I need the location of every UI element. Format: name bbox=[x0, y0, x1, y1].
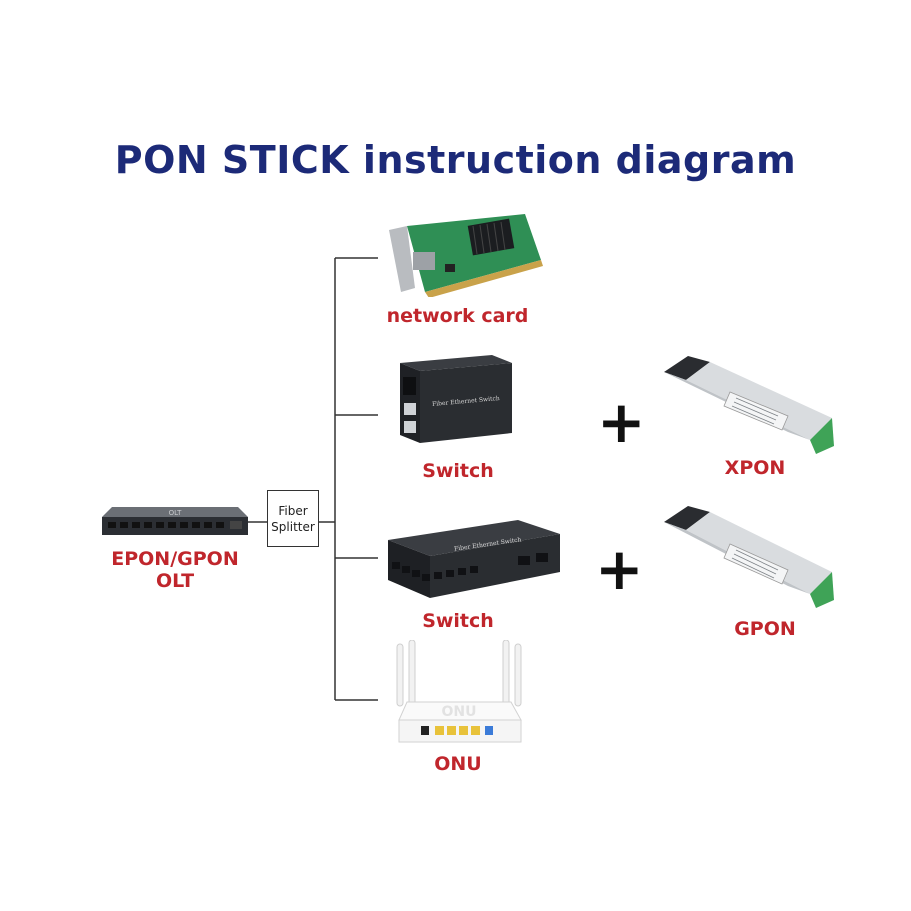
plus-sign-xpon: + bbox=[597, 388, 646, 456]
olt-device-text: OLT bbox=[169, 509, 182, 517]
splitter-label-line1: Fiber bbox=[278, 503, 308, 518]
module-label-xpon: XPON bbox=[724, 457, 786, 479]
olt-device-image: OLT bbox=[102, 507, 248, 535]
branch-label-onu: ONU bbox=[434, 753, 482, 775]
module-label-gpon: GPON bbox=[734, 618, 796, 640]
onu-device-text: ONU bbox=[442, 704, 477, 720]
splitter-label-line2: Splitter bbox=[271, 519, 315, 534]
fiber-splitter-box: Fiber Splitter bbox=[267, 490, 319, 547]
page-title: PON STICK instruction diagram bbox=[114, 138, 797, 182]
branch-label-switch-1: Switch bbox=[422, 460, 494, 482]
switch-2-image: Fiber Ethernet Switch bbox=[388, 520, 560, 598]
xpon-module-image bbox=[664, 356, 834, 454]
switch-1-image: Fiber Ethernet Switch bbox=[400, 355, 512, 443]
plus-sign-gpon: + bbox=[595, 535, 644, 603]
branch-label-network-card: network card bbox=[386, 305, 529, 327]
olt-label: EPON/GPON OLT bbox=[111, 548, 239, 592]
branch-label-switch-2: Switch bbox=[422, 610, 494, 632]
onu-image: ONU bbox=[396, 640, 522, 743]
gpon-module-image bbox=[664, 506, 834, 608]
network-card-image bbox=[389, 214, 543, 297]
